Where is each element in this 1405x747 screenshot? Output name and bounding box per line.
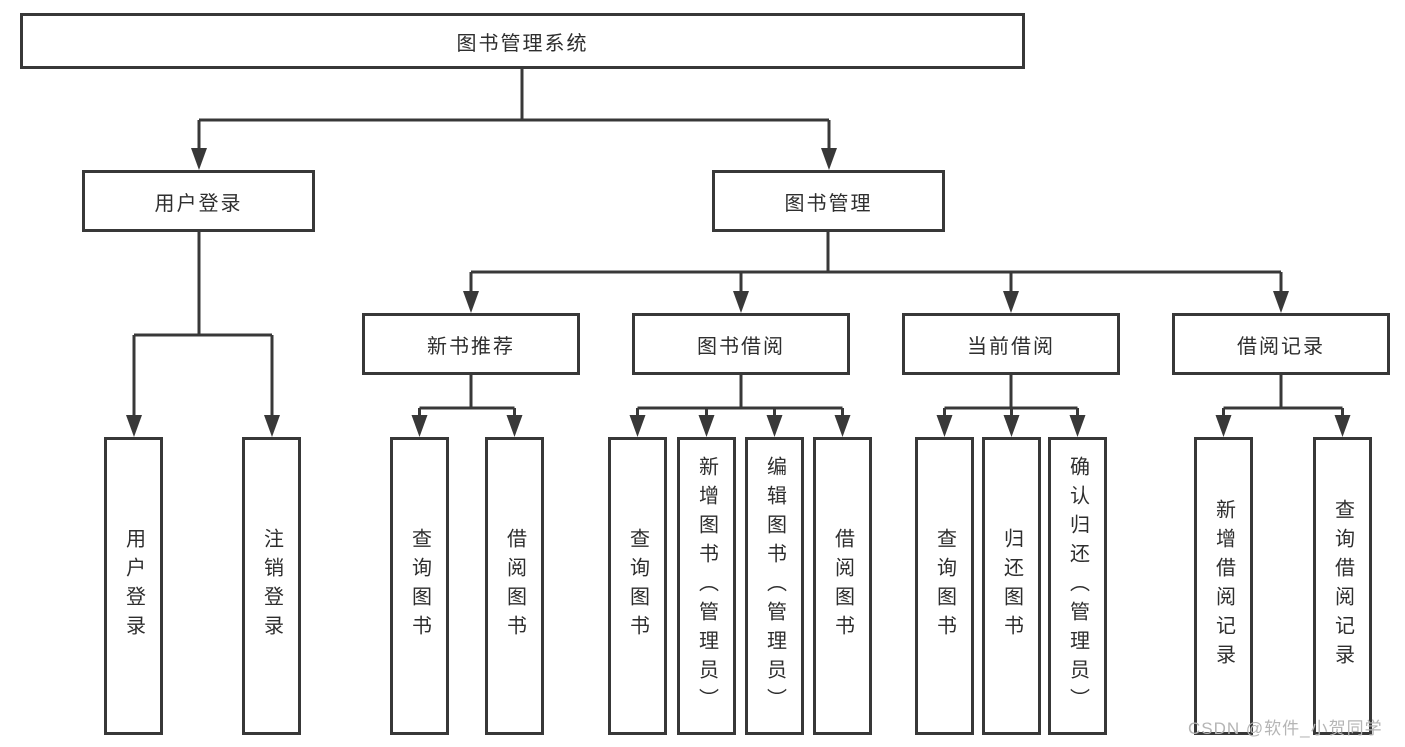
leaf-user-login: 用户登录 (104, 437, 163, 735)
leaf-borrow-edit-book-admin: 编辑图书（管理员） (745, 437, 804, 735)
leaf-borrow-add-book-admin: 新增图书（管理员） (677, 437, 736, 735)
node-new-book-recommend: 新书推荐 (362, 313, 580, 375)
node-current-borrowing: 当前借阅 (902, 313, 1120, 375)
leaf-borrow-query-book: 查询图书 (608, 437, 667, 735)
leaf-current-confirm-return-admin: 确认归还（管理员） (1048, 437, 1107, 735)
leaf-borrow-borrow-book: 借阅图书 (813, 437, 872, 735)
leaf-current-return-book: 归还图书 (982, 437, 1041, 735)
leaf-record-query-borrow-record: 查询借阅记录 (1313, 437, 1372, 735)
node-user-login: 用户登录 (82, 170, 315, 232)
node-borrowing-records: 借阅记录 (1172, 313, 1390, 375)
node-book-management: 图书管理 (712, 170, 945, 232)
watermark: CSDN @软件_小贺同学 (1188, 719, 1383, 738)
leaf-newbooks-borrow-book: 借阅图书 (485, 437, 544, 735)
arrowhead-group (126, 148, 1351, 437)
leaf-record-add-borrow-record: 新增借阅记录 (1194, 437, 1253, 735)
leaf-user-logout: 注销登录 (242, 437, 301, 735)
leaf-current-query-book: 查询图书 (915, 437, 974, 735)
node-book-borrowing: 图书借阅 (632, 313, 850, 375)
node-library-management-system: 图书管理系统 (20, 13, 1025, 69)
leaf-newbooks-query-book: 查询图书 (390, 437, 449, 735)
